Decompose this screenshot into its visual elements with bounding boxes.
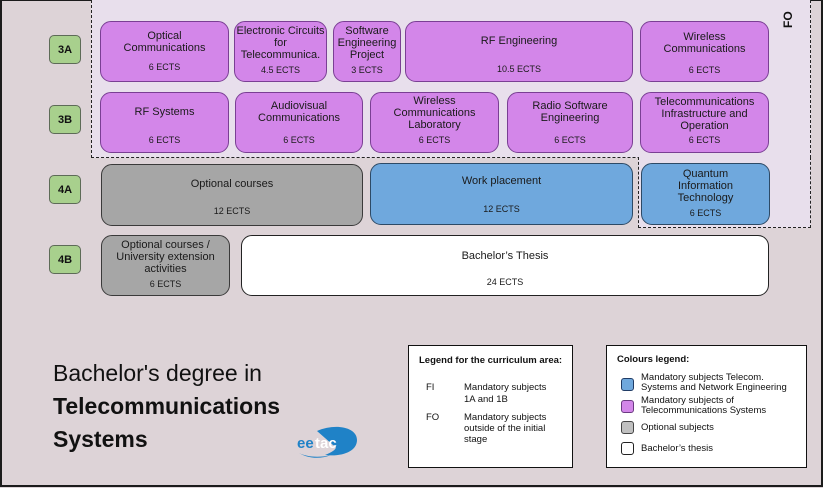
course-radio-software-engineering[interactable]: Radio Software Engineering 6 ECTS <box>507 92 633 153</box>
course-optional-courses-4b[interactable]: Optional courses / University extension … <box>101 235 230 296</box>
swatch-white-icon <box>621 442 634 455</box>
course-name: Bachelor’s Thesis <box>461 250 549 262</box>
semester-badge-3a: 3A <box>49 35 81 64</box>
course-name: Telecommunications Infrastructure and Op… <box>654 96 755 132</box>
course-ects: 6 ECTS <box>688 135 721 145</box>
course-work-placement[interactable]: Work placement 12 ECTS <box>370 163 633 225</box>
legend-desc-line: stage <box>464 434 488 445</box>
course-electronic-circuits[interactable]: Electronic Circuits for Telecommunica. 4… <box>234 21 327 82</box>
degree-title-line2: Telecommunications <box>53 393 281 419</box>
course-ects: 6 ECTS <box>689 208 722 218</box>
course-audiovisual-communications[interactable]: Audiovisual Communications 6 ECTS <box>235 92 363 153</box>
logo-swoosh <box>317 426 357 456</box>
course-ects: 12 ECTS <box>213 206 251 216</box>
course-ects: 6 ECTS <box>149 279 182 289</box>
legend-desc-line: 1A and 1B <box>464 394 508 405</box>
legend-code-fi: FI <box>426 382 435 393</box>
curriculum-area-legend: Legend for the curriculum area: FI Manda… <box>408 345 573 468</box>
swatch-gray-icon <box>621 421 634 434</box>
course-name: Software Engineering Project <box>337 25 397 61</box>
course-ects: 6 ECTS <box>554 135 586 145</box>
course-ects: 3 ECTS <box>351 65 383 75</box>
degree-title: Bachelor's degree in Telecommunications … <box>53 357 280 456</box>
swatch-purple-icon <box>621 400 634 413</box>
colours-legend-item: Mandatory subjects Telecom. Systems and … <box>641 373 787 393</box>
legend-desc-fi: Mandatory subjects 1A and 1B <box>464 382 546 406</box>
course-name: Quantum Information Technology <box>677 168 734 204</box>
course-rf-engineering[interactable]: RF Engineering 10.5 ECTS <box>405 21 633 82</box>
course-wireless-communications[interactable]: Wireless Communications 6 ECTS <box>640 21 769 82</box>
course-name: Wireless Communications <box>663 31 746 55</box>
course-name: Audiovisual Communications <box>258 100 340 124</box>
legend-desc-line: Mandatory subjects <box>464 382 547 393</box>
course-ects: 6 ECTS <box>688 65 721 75</box>
colours-legend-line: Systems and Network Engineering <box>641 382 787 393</box>
course-ects: 4.5 ECTS <box>260 65 300 75</box>
course-software-engineering-project[interactable]: Software Engineering Project 3 ECTS <box>333 21 401 82</box>
logo-text-left: ee <box>297 435 314 452</box>
colours-legend-item: Bachelor’s thesis <box>641 443 713 454</box>
colours-legend-line: Mandatory subjects Telecom. <box>641 372 764 383</box>
course-ects: 12 ECTS <box>483 204 520 214</box>
course-ects: 6 ECTS <box>283 135 315 145</box>
colours-legend-line: Telecommunications Systems <box>641 405 767 416</box>
course-ects: 6 ECTS <box>148 62 181 72</box>
course-name: Optical Communications <box>123 30 206 54</box>
course-optical-communications[interactable]: Optical Communications 6 ECTS <box>100 21 229 82</box>
fo-area-label: FO <box>781 11 795 28</box>
course-name: Radio Software Engineering <box>532 100 608 124</box>
colours-legend-heading: Colours legend: <box>617 354 690 365</box>
course-ects: 10.5 ECTS <box>496 64 542 74</box>
semester-badge-4b: 4B <box>49 245 81 274</box>
colours-legend-item: Optional subjects <box>641 422 714 433</box>
course-name: RF Engineering <box>480 35 558 47</box>
colours-legend-item: Mandatory subjects of Telecommunications… <box>641 396 766 416</box>
legend-code-fo: FO <box>426 412 440 423</box>
degree-title-line3: Systems <box>53 426 148 452</box>
legend-desc-line: Mandatory subjects <box>464 412 547 423</box>
course-name: RF Systems <box>134 106 195 118</box>
degree-title-line1: Bachelor's degree in <box>53 360 262 386</box>
course-ects: 6 ECTS <box>148 135 181 145</box>
course-name: Optional courses <box>190 178 274 190</box>
course-optional-courses-4a[interactable]: Optional courses 12 ECTS <box>101 164 363 226</box>
course-name: Work placement <box>461 175 542 187</box>
course-wireless-communications-laboratory[interactable]: Wireless Communications Laboratory 6 ECT… <box>370 92 499 153</box>
logo-text-right: tac <box>315 435 337 452</box>
course-rf-systems[interactable]: RF Systems 6 ECTS <box>100 92 229 153</box>
course-name: Electronic Circuits for Telecommunica. <box>236 25 325 61</box>
legend-heading: Legend for the curriculum area: <box>419 355 563 366</box>
colours-legend: Colours legend: Mandatory subjects Telec… <box>606 345 807 468</box>
course-telecommunications-infrastructure[interactable]: Telecommunications Infrastructure and Op… <box>640 92 769 153</box>
legend-desc-line: outside of the initial <box>464 423 546 434</box>
colours-legend-line: Mandatory subjects of <box>641 395 734 406</box>
course-name: Optional courses / University extension … <box>116 239 215 275</box>
course-name: Wireless Communications Laboratory <box>393 95 476 131</box>
course-ects: 24 ECTS <box>486 277 524 287</box>
course-quantum-information-technology[interactable]: Quantum Information Technology 6 ECTS <box>641 163 770 225</box>
course-ects: 6 ECTS <box>418 135 451 145</box>
eetac-logo: ee tac <box>297 426 357 458</box>
course-bachelors-thesis[interactable]: Bachelor’s Thesis 24 ECTS <box>241 235 769 296</box>
legend-desc-fo: Mandatory subjects outside of the initia… <box>464 412 546 445</box>
semester-badge-4a: 4A <box>49 175 81 204</box>
swatch-blue-icon <box>621 378 634 391</box>
logo-underline <box>299 453 331 458</box>
semester-badge-3b: 3B <box>49 105 81 134</box>
